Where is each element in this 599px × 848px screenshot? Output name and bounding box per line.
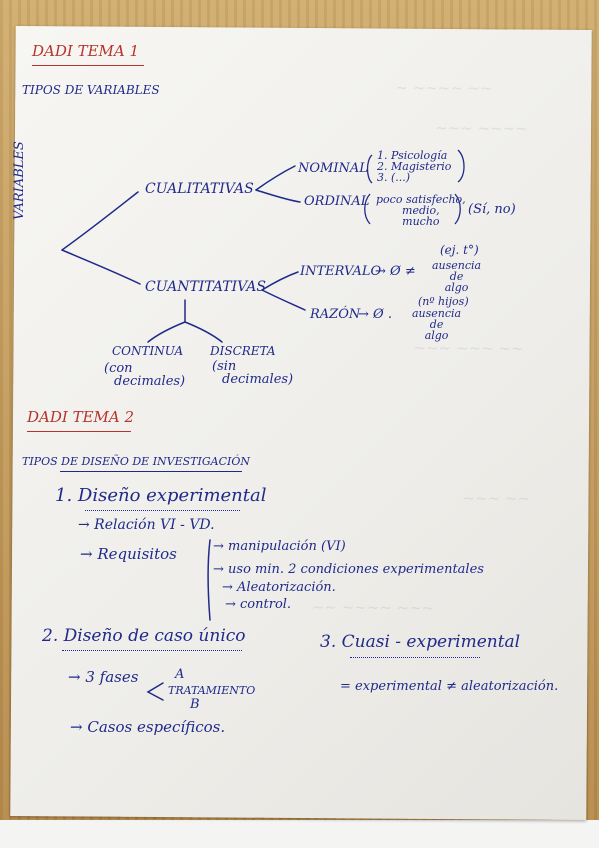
heading-tema-1: DADI TEMA 1 [32,42,140,60]
intervalo-note-line: de [449,270,464,283]
discreta-note: (sin decimales) [212,360,293,386]
ordinal-example: medio, [402,204,440,217]
ordinal-examples: poco satisfecho, medio, mucho [376,194,466,227]
nominal-examples: 1. Psicología 2. Magisterio 3. (...) [377,150,451,183]
intervalo-note-line: algo [444,281,469,294]
continua-note-line: decimales) [114,374,186,389]
node-cuantitativas: CUANTITATIVAS [145,279,266,295]
intervalo-note: ausencia de algo [432,260,481,293]
heading-tema-2: DADI TEMA 2 [27,408,135,426]
fase-tratamiento: TRATAMIENTO [168,684,256,697]
relacion-vi-vd: → Relación VI - VD. [78,517,215,533]
heading-underline [32,65,144,66]
cuasi-experimental-title: 3. Cuasi - experimental [320,632,521,652]
discreta-note-line: (sin [212,359,237,374]
fase-b: B [190,697,200,712]
razon-example: (nº hijos) [418,295,469,308]
requisitos-label: → Requisitos [80,545,177,563]
nominal-example: 1. Psicología [377,149,448,162]
intervalo-note-line: ausencia [432,259,482,272]
razon-note-line: de [429,318,444,331]
razon-note: ausencia de algo [412,308,461,341]
ordinal-extra: (Sí, no) [468,202,516,217]
subheading-tipos-diseno: TIPOS DE DISEÑO DE INVESTIGACIÓN [22,455,250,468]
node-cualitativas: CUALITATIVAS [145,181,254,197]
ordinal-example: poco satisfecho, [376,193,466,206]
razon-note-line: ausencia [412,307,462,320]
subheading-underline [60,471,242,472]
dotted-underline [350,657,480,658]
node-ordinal: ORDINAL [304,194,370,209]
subheading-tipos-variables: TIPOS DE VARIABLES [22,83,160,97]
razon-note-line: algo [424,329,449,342]
tres-fases: → 3 fases [68,668,139,686]
fase-a: A [175,667,185,682]
node-razon: RAZÓN [310,307,361,322]
node-intervalo: INTERVALO [300,264,382,279]
cuasi-note: = experimental ≠ aleatorización. [340,679,559,694]
intervalo-example: (ej. t°) [440,243,479,257]
nominal-example: 3. (...) [377,171,411,184]
node-nominal: NOMINAL [298,161,368,176]
diseno-experimental-title: 1. Diseño experimental [55,485,267,506]
razon-arrow: → Ø . [358,307,392,322]
continua-note-line: (con [104,361,133,376]
node-discreta: DISCRETA [210,344,276,358]
continua-note: (con decimales) [104,362,185,388]
casos-especificos: → Casos específicos. [70,718,226,736]
intervalo-arrow: → Ø ≠ [375,264,416,279]
requisito-item: → manipulación (VI) [213,539,346,554]
requisito-item: → uso min. 2 condiciones experimentales [213,562,484,577]
heading-underline [27,431,131,432]
bottom-border [0,820,599,848]
ordinal-example: mucho [402,215,440,228]
requisito-item: → control. [225,597,292,612]
discreta-note-line: decimales) [222,372,294,387]
nominal-example: 2. Magisterio [377,160,452,173]
diseno-caso-unico-title: 2. Diseño de caso único [42,626,246,646]
root-variables: VARIABLES [12,141,27,220]
dotted-underline [85,510,240,511]
dotted-underline [62,650,242,651]
node-continua: CONTINUA [112,344,184,358]
requisito-item: → Aleatorización. [222,580,336,595]
